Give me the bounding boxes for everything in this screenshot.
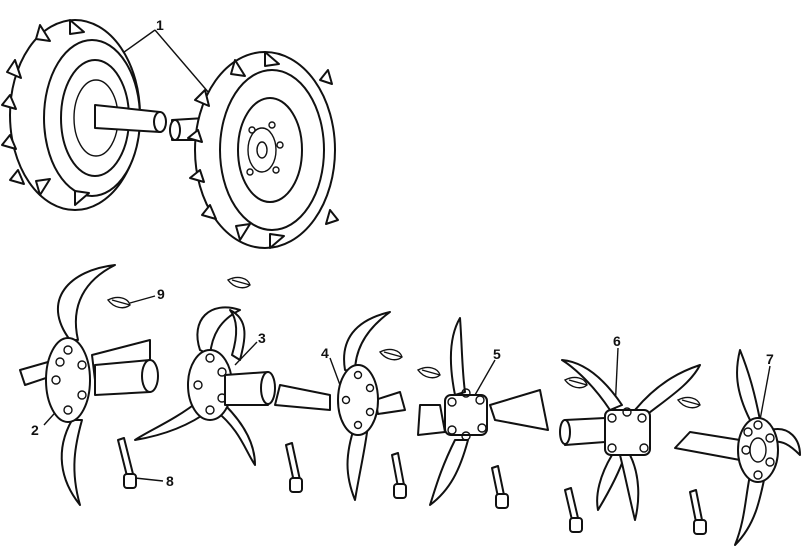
wheel-left — [1, 19, 167, 211]
callout-8: 8 — [166, 473, 174, 489]
tiller-section-6 — [559, 359, 701, 521]
tiller-section-3 — [134, 306, 276, 466]
wheel-right — [169, 51, 339, 249]
callout-9: 9 — [157, 286, 165, 302]
callout-2: 2 — [31, 422, 39, 438]
callout-3: 3 — [258, 330, 266, 346]
callout-7: 7 — [766, 351, 774, 367]
callout-1: 1 — [156, 17, 164, 33]
tiller-section-5 — [417, 317, 549, 506]
pins-8 — [117, 437, 707, 535]
tiller-section-7 — [674, 349, 801, 546]
callout-4: 4 — [321, 345, 329, 361]
leader-lines — [43, 29, 771, 482]
clips-9 — [106, 276, 701, 409]
callout-6: 6 — [613, 333, 621, 349]
tiller-section-2 — [19, 264, 159, 506]
callout-5: 5 — [493, 346, 501, 362]
tiller-section-4 — [274, 311, 406, 501]
